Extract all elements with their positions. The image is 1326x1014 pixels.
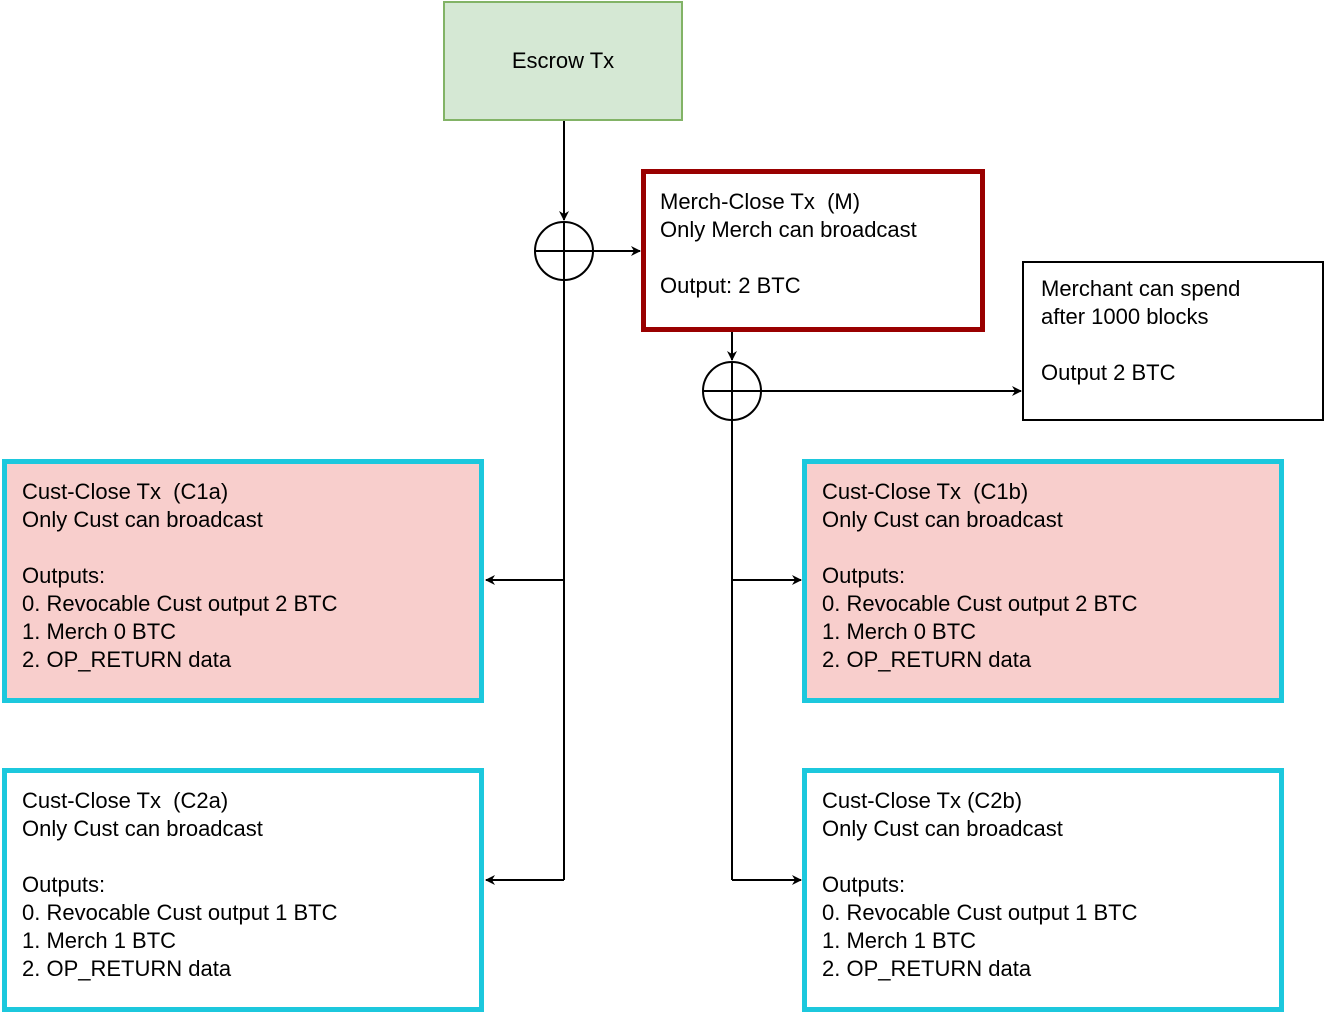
node-line: Outputs: bbox=[822, 563, 906, 588]
cust-close-tx-c1b-node: Cust-Close Tx (C1b) Only Cust can broadc… bbox=[802, 459, 1284, 703]
node-line: Outputs: bbox=[822, 872, 906, 897]
node-line: 2. OP_RETURN data bbox=[822, 956, 1032, 981]
node-line: 0. Revocable Cust output 2 BTC bbox=[22, 591, 338, 616]
node-line: 2. OP_RETURN data bbox=[822, 647, 1032, 672]
merchant-spend-node: Merchant can spend after 1000 blocks Out… bbox=[1022, 261, 1324, 421]
node-line: after 1000 blocks bbox=[1041, 304, 1209, 329]
node-line: Cust-Close Tx (C1a) bbox=[22, 479, 229, 504]
node-line: 2. OP_RETURN data bbox=[22, 647, 232, 672]
node-line: Outputs: bbox=[22, 872, 106, 897]
node-line: Outputs: bbox=[22, 563, 106, 588]
node-line: Output 2 BTC bbox=[1041, 360, 1176, 385]
escrow-tx-node: Escrow Tx bbox=[443, 1, 683, 121]
node-line: Cust-Close Tx (C2a) bbox=[22, 788, 229, 813]
node-line: Only Cust can broadcast bbox=[822, 816, 1063, 841]
node-line bbox=[822, 534, 1279, 562]
node-line: Output: 2 BTC bbox=[660, 273, 801, 298]
node-line: 1. Merch 0 BTC bbox=[22, 619, 177, 644]
node-line: 0. Revocable Cust output 1 BTC bbox=[22, 900, 338, 925]
node-line bbox=[822, 843, 1279, 871]
node-line: 0. Revocable Cust output 2 BTC bbox=[822, 591, 1138, 616]
node-line: Only Merch can broadcast bbox=[660, 217, 917, 242]
node-line: Cust-Close Tx (C2b) bbox=[822, 788, 1023, 813]
node-line bbox=[660, 244, 980, 272]
node-line bbox=[22, 534, 479, 562]
node-line: Merch-Close Tx (M) bbox=[660, 189, 861, 214]
xor-junction-icon bbox=[702, 361, 762, 421]
node-line bbox=[1041, 331, 1322, 359]
node-line: Only Cust can broadcast bbox=[22, 816, 263, 841]
escrow-tx-label: Escrow Tx bbox=[511, 48, 615, 73]
node-line: 1. Merch 1 BTC bbox=[22, 928, 177, 953]
node-line: 0. Revocable Cust output 1 BTC bbox=[822, 900, 1138, 925]
xor-junction-icon bbox=[534, 221, 594, 281]
node-line bbox=[22, 843, 479, 871]
node-line: Only Cust can broadcast bbox=[22, 507, 263, 532]
cust-close-tx-c1a-node: Cust-Close Tx (C1a) Only Cust can broadc… bbox=[2, 459, 484, 703]
node-line: 1. Merch 1 BTC bbox=[822, 928, 977, 953]
node-line: Cust-Close Tx (C1b) bbox=[822, 479, 1029, 504]
merch-close-tx-node: Merch-Close Tx (M) Only Merch can broadc… bbox=[641, 169, 985, 332]
node-line: 2. OP_RETURN data bbox=[22, 956, 232, 981]
node-line: Only Cust can broadcast bbox=[822, 507, 1063, 532]
cust-close-tx-c2b-node: Cust-Close Tx (C2b) Only Cust can broadc… bbox=[802, 768, 1284, 1012]
node-line: 1. Merch 0 BTC bbox=[822, 619, 977, 644]
node-line: Merchant can spend bbox=[1041, 276, 1241, 301]
cust-close-tx-c2a-node: Cust-Close Tx (C2a) Only Cust can broadc… bbox=[2, 768, 484, 1012]
